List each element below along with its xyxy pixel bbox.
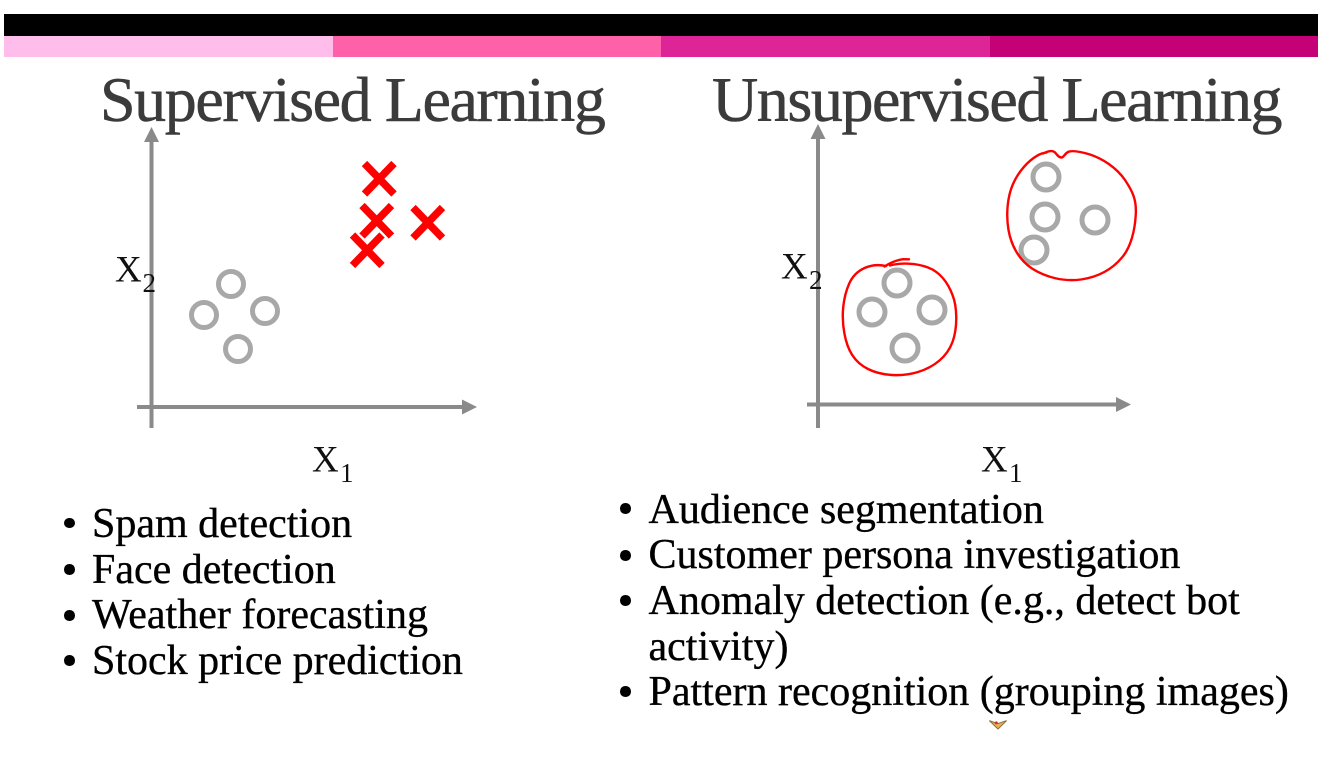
svg-text:X: X bbox=[981, 440, 1008, 481]
svg-text:X: X bbox=[115, 250, 142, 291]
svg-text:2: 2 bbox=[809, 265, 823, 295]
svg-text:2: 2 bbox=[143, 268, 157, 298]
svg-text:1: 1 bbox=[340, 458, 354, 488]
svg-text:X: X bbox=[312, 440, 339, 481]
svg-text:1: 1 bbox=[1009, 458, 1023, 488]
svg-text:X: X bbox=[781, 247, 808, 288]
